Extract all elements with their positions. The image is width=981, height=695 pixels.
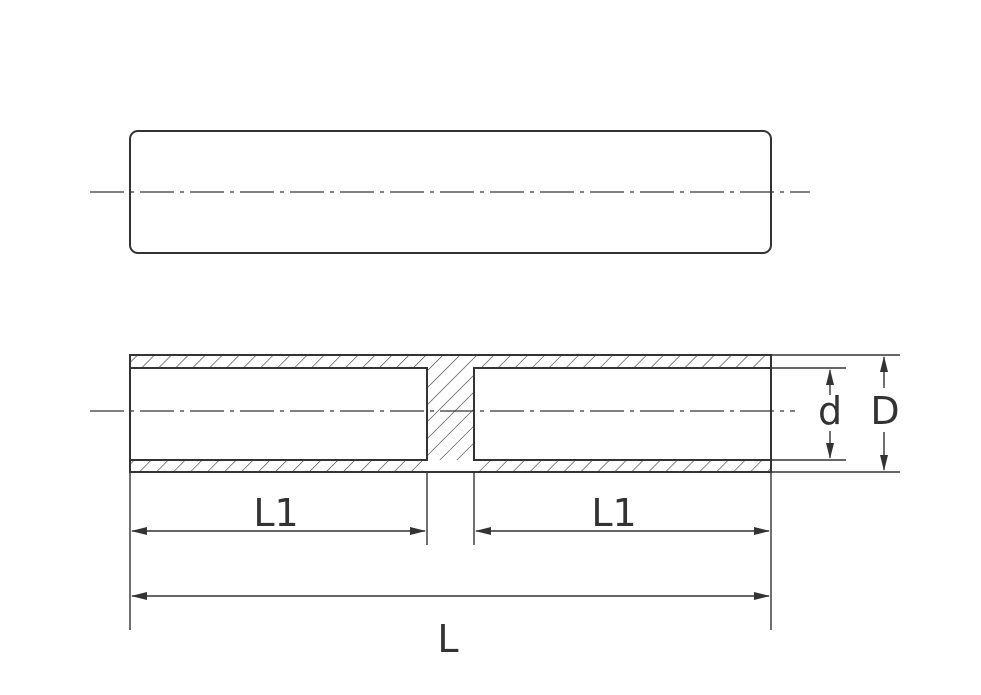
bottom-wall-left-hatch	[130, 460, 427, 472]
bottom-wall-right-hatch	[474, 460, 771, 472]
top-wall-hatch	[130, 355, 771, 368]
section-view	[90, 354, 795, 473]
l-total-label: L	[437, 617, 458, 661]
top-view	[90, 130, 810, 254]
l1-left-label: L1	[253, 491, 298, 535]
left-bore	[129, 367, 428, 461]
right-bore	[473, 367, 772, 461]
diameter-dimensions: d D	[771, 354, 900, 473]
length-dimensions: L1 L1 L	[129, 472, 772, 661]
inner-diameter-label: d	[818, 389, 842, 433]
l1-right-label: L1	[591, 491, 636, 535]
outer-diameter-label: D	[870, 389, 899, 433]
center-stop-hatch	[427, 368, 474, 460]
